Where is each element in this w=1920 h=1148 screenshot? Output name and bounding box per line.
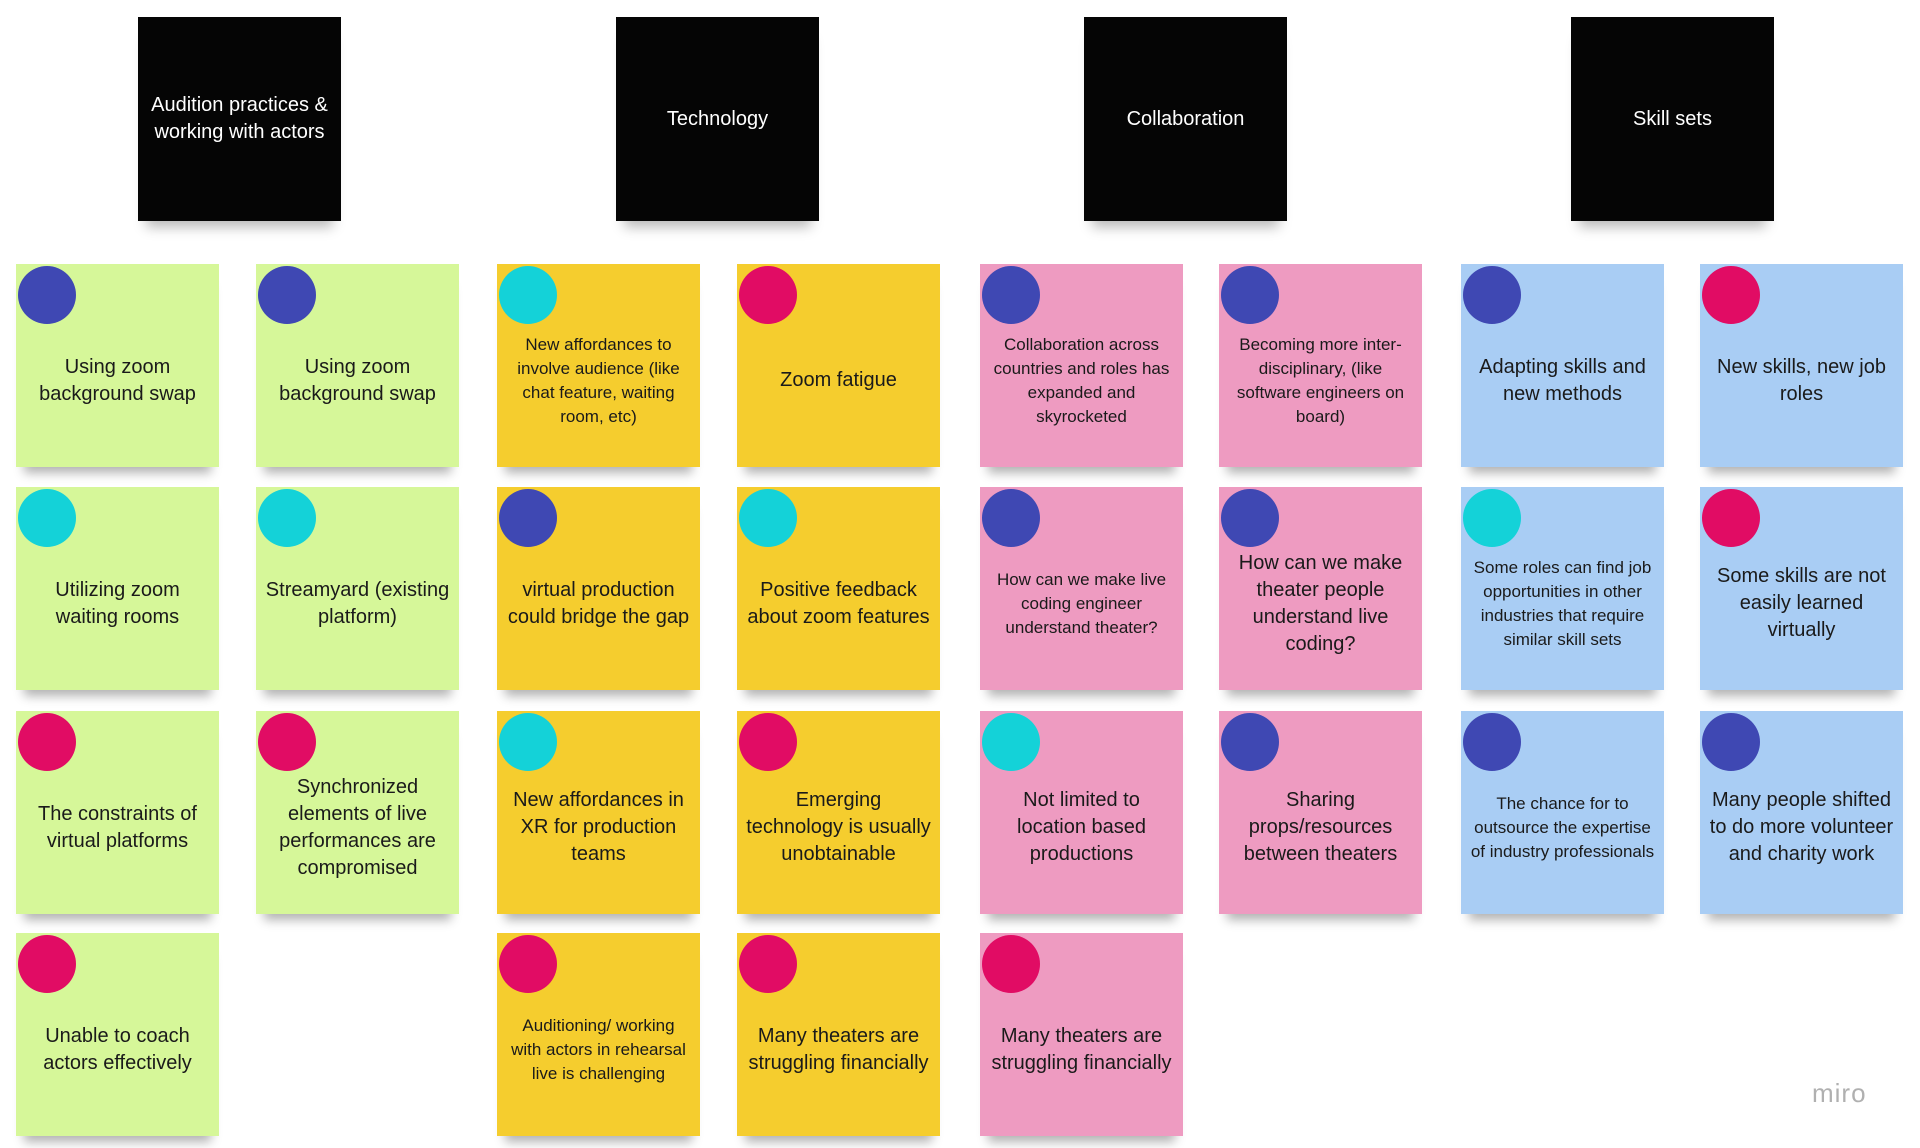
note-text: Many people shifted to do more volunteer… [1709,789,1894,865]
vote-dot-navy [1221,266,1279,324]
header-collaboration[interactable]: Collaboration [1084,17,1287,221]
miro-logo: miro [1812,1078,1867,1108]
sticky-note[interactable]: How can we make live coding engineer und… [980,487,1183,690]
vote-dot-navy [1702,713,1760,771]
note-text: Becoming more inter-disciplinary, (like … [1236,334,1405,426]
note-text: Adapting skills and new methods [1479,355,1646,405]
sticky-note[interactable]: The constraints of virtual platforms [16,711,219,914]
note-text: Using zoom background swap [39,355,196,405]
header-skill-sets[interactable]: Skill sets [1571,17,1774,221]
vote-dot-magenta [18,935,76,993]
sticky-note[interactable]: New affordances to involve audience (lik… [497,264,700,467]
vote-dot-navy [1463,266,1521,324]
sticky-note[interactable]: Using zoom background swap [256,264,459,467]
sticky-note[interactable]: Sharing props/resources between theaters [1219,711,1422,914]
vote-dot-magenta [18,713,76,771]
sticky-note[interactable]: Utilizing zoom waiting rooms [16,487,219,690]
sticky-note[interactable]: New skills, new job roles [1700,264,1903,467]
note-text: Zoom fatigue [780,369,897,391]
sticky-note[interactable]: The chance for to outsource the expertis… [1461,711,1664,914]
vote-dot-magenta [258,713,316,771]
note-text: New affordances to involve audience (lik… [517,334,680,426]
vote-dot-navy [982,489,1040,547]
vote-dot-navy [1221,489,1279,547]
note-text: The constraints of virtual platforms [38,802,197,852]
note-text: Utilizing zoom waiting rooms [55,578,180,628]
sticky-note[interactable]: New affordances in XR for production tea… [497,711,700,914]
note-text: Using zoom background swap [279,355,436,405]
vote-dot-cyan [739,489,797,547]
vote-dot-magenta [1702,489,1760,547]
sticky-note[interactable]: Becoming more inter-disciplinary, (like … [1219,264,1422,467]
vote-dot-magenta [499,935,557,993]
sticky-note[interactable]: Streamyard (existing platform) [256,487,459,690]
note-text: Unable to coach actors effectively [43,1024,192,1074]
header-label: Collaboration [1126,107,1245,130]
vote-dot-navy [18,266,76,324]
note-text: Auditioning/ working with actors in rehe… [511,1015,686,1083]
vote-dot-navy [1463,713,1521,771]
vote-dot-navy [258,266,316,324]
vote-dot-navy [982,266,1040,324]
note-text: Streamyard (existing platform) [265,578,450,628]
sticky-note[interactable]: Adapting skills and new methods [1461,264,1664,467]
note-text: Not limited to location based production… [1017,789,1146,865]
note-text: Sharing props/resources between theaters [1243,789,1398,865]
sticky-note[interactable]: Auditioning/ working with actors in rehe… [497,933,700,1136]
sticky-note[interactable]: Some skills are not easily learned virtu… [1700,487,1903,690]
sticky-note[interactable]: Using zoom background swap [16,264,219,467]
sticky-note[interactable]: virtual production could bridge the gap [497,487,700,690]
sticky-note[interactable]: Some roles can find job opportunities in… [1461,487,1664,690]
vote-dot-navy [1221,713,1279,771]
note-text: Collaboration across countries and roles… [993,334,1170,426]
header-audition-practices[interactable]: Audition practices & working with actors [138,17,341,221]
note-text: virtual production could bridge the gap [507,578,690,628]
note-text: Synchronized elements of live performanc… [279,775,436,879]
header-label: Skill sets [1633,107,1712,130]
vote-dot-navy [499,489,557,547]
vote-dot-cyan [18,489,76,547]
header-technology[interactable]: Technology [616,17,819,221]
vote-dot-magenta [739,935,797,993]
note-text: Emerging technology is usually unobtaina… [746,789,931,865]
vote-dot-cyan [499,266,557,324]
note-text: How can we make theater people understan… [1238,551,1403,655]
note-text: New affordances in XR for production tea… [513,789,684,865]
note-text: Some roles can find job opportunities in… [1473,557,1652,649]
sticky-note[interactable]: Many theaters are struggling financially [737,933,940,1136]
sticky-note[interactable]: Many people shifted to do more volunteer… [1700,711,1903,914]
header-label: Technology [666,107,769,130]
sticky-note[interactable]: Many theaters are struggling financially [980,933,1183,1136]
note-text: New skills, new job roles [1717,355,1886,405]
note-text: The chance for to outsource the expertis… [1470,793,1655,861]
note-text: Positive feedback about zoom features [747,578,930,628]
note-text: Some skills are not easily learned virtu… [1717,565,1886,641]
vote-dot-cyan [982,713,1040,771]
sticky-note[interactable]: Zoom fatigue [737,264,940,467]
note-text: How can we make live coding engineer und… [996,569,1167,637]
vote-dot-magenta [1702,266,1760,324]
sticky-note[interactable]: Synchronized elements of live performanc… [256,711,459,914]
sticky-note[interactable]: Positive feedback about zoom features [737,487,940,690]
note-text: Many theaters are struggling financially [991,1024,1172,1074]
vote-dot-magenta [739,713,797,771]
sticky-note[interactable]: Not limited to location based production… [980,711,1183,914]
vote-dot-cyan [258,489,316,547]
header-label: Audition practices & working with actors [151,94,328,143]
sticky-note[interactable]: Emerging technology is usually unobtaina… [737,711,940,914]
vote-dot-magenta [739,266,797,324]
vote-dot-cyan [1463,489,1521,547]
sticky-note[interactable]: How can we make theater people understan… [1219,487,1422,690]
note-text: Many theaters are struggling financially [748,1024,929,1074]
vote-dot-magenta [982,935,1040,993]
sticky-note[interactable]: Unable to coach actors effectively [16,933,219,1136]
vote-dot-cyan [499,713,557,771]
sticky-note[interactable]: Collaboration across countries and roles… [980,264,1183,467]
